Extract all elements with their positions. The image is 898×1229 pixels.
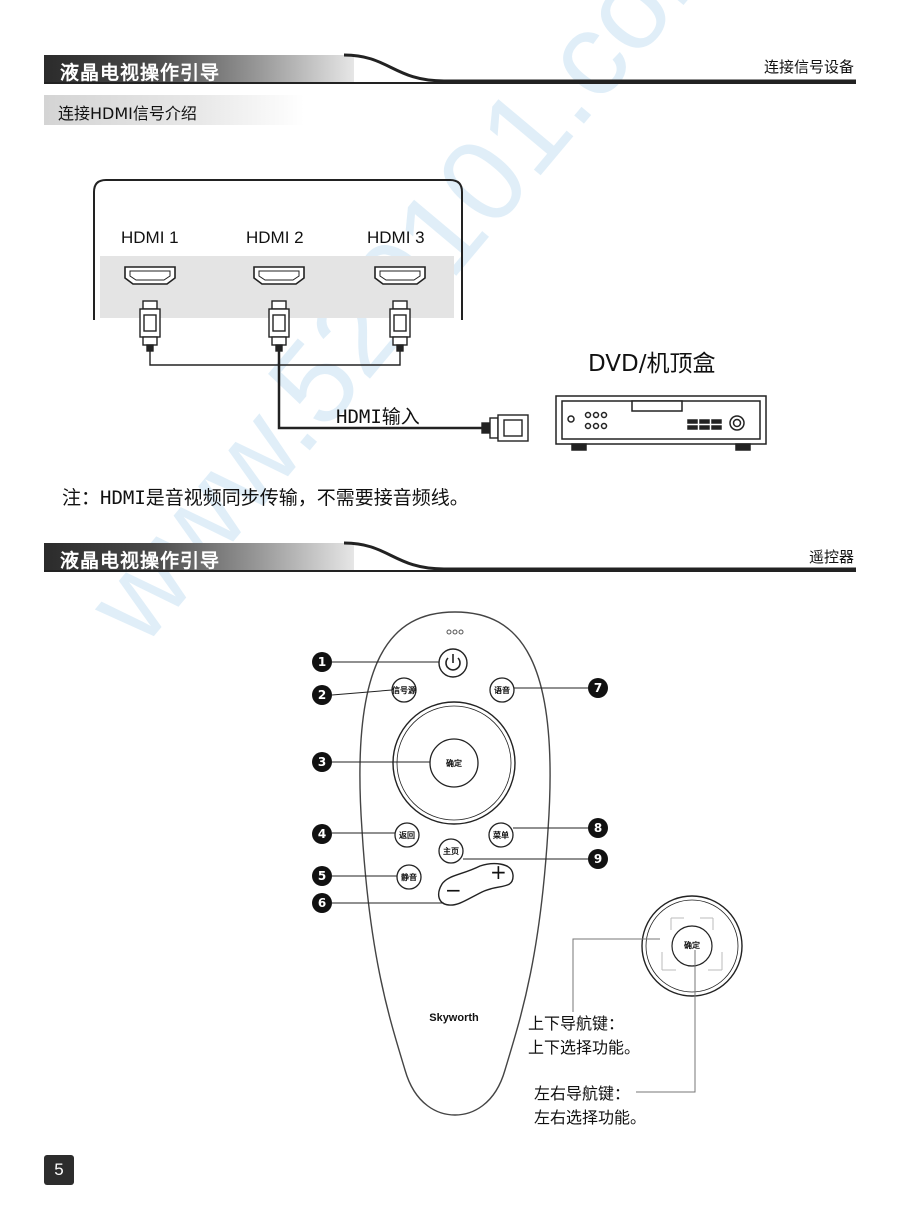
callout-1: 1 bbox=[312, 652, 332, 672]
port-label-2: HDMI 2 bbox=[246, 228, 304, 247]
remote-body bbox=[359, 611, 551, 1116]
device-label: DVD/机顶盒 bbox=[588, 351, 716, 377]
callout-6: 6 bbox=[312, 893, 332, 913]
callout-9: 9 bbox=[588, 849, 608, 869]
callout-2: 2 bbox=[312, 685, 332, 705]
home-button[interactable]: 主页 bbox=[443, 847, 459, 856]
menu-button[interactable]: 菜单 bbox=[493, 831, 509, 840]
hdmi-plug-1 bbox=[139, 300, 161, 352]
hdmi-port-2 bbox=[253, 266, 305, 285]
nav-updown-title: 上下导航键： bbox=[528, 1014, 625, 1033]
section-right-title: 连接信号设备 bbox=[763, 58, 854, 76]
nav-ok-zoom: 确定 bbox=[684, 941, 700, 950]
nav-updown-desc: 上下选择功能。 bbox=[528, 1038, 641, 1057]
callout-7: 7 bbox=[588, 678, 608, 698]
hdmi-port-1 bbox=[124, 266, 176, 285]
signal-source-button[interactable]: 信号源 bbox=[392, 686, 416, 695]
voice-button[interactable]: 语音 bbox=[494, 686, 510, 695]
section-right-title-remote: 遥控器 bbox=[808, 548, 854, 566]
volume-up-button[interactable]: + bbox=[490, 860, 507, 884]
volume-rocker bbox=[437, 862, 514, 906]
back-button[interactable]: 返回 bbox=[399, 831, 415, 840]
nav-leftright-title: 左右导航键： bbox=[534, 1084, 631, 1103]
ok-button[interactable]: 确定 bbox=[446, 759, 462, 768]
callout-4: 4 bbox=[312, 824, 332, 844]
hdmi-plug-3 bbox=[389, 300, 411, 352]
callout-3: 3 bbox=[312, 752, 332, 772]
nav-leftright-desc: 左右选择功能。 bbox=[534, 1108, 647, 1127]
port-label-3: HDMI 3 bbox=[367, 228, 425, 247]
hdmi-port-3 bbox=[374, 266, 426, 285]
section-tab-title-remote: 液晶电视操作引导 bbox=[60, 550, 221, 572]
hdmi-plug-2 bbox=[268, 300, 290, 352]
hdmi-diagram bbox=[93, 179, 767, 451]
note-text: 注：HDMI是音视频同步传输，不需要接音频线。 bbox=[62, 487, 469, 509]
cable-label: HDMI输入 bbox=[336, 406, 420, 428]
nav-updown-text: 上下导航键： 上下选择功能。 bbox=[528, 1012, 640, 1060]
mute-button[interactable]: 静音 bbox=[401, 873, 417, 882]
section-tab-remote: 液晶电视操作引导 bbox=[44, 543, 354, 572]
volume-down-button[interactable]: − bbox=[445, 878, 462, 902]
nav-leftright-text: 左右导航键： 左右选择功能。 bbox=[534, 1082, 646, 1130]
port-label-1: HDMI 1 bbox=[121, 228, 179, 247]
header-rule-remote bbox=[44, 541, 856, 572]
section-tab: 液晶电视操作引导 bbox=[44, 55, 354, 84]
brand-logo: Skyworth bbox=[429, 1012, 479, 1024]
cable-plug bbox=[481, 414, 529, 442]
remote-diagram bbox=[331, 611, 743, 1116]
page-number: 5 bbox=[44, 1155, 74, 1185]
dvd-player bbox=[555, 395, 767, 451]
subtitle: 连接HDMI信号介绍 bbox=[58, 104, 197, 123]
subtitle-bar: 连接HDMI信号介绍 bbox=[44, 95, 304, 125]
section-tab-title: 液晶电视操作引导 bbox=[60, 62, 221, 84]
header-rule bbox=[44, 53, 856, 84]
callout-5: 5 bbox=[312, 866, 332, 886]
callout-8: 8 bbox=[588, 818, 608, 838]
power-icon bbox=[445, 657, 461, 671]
